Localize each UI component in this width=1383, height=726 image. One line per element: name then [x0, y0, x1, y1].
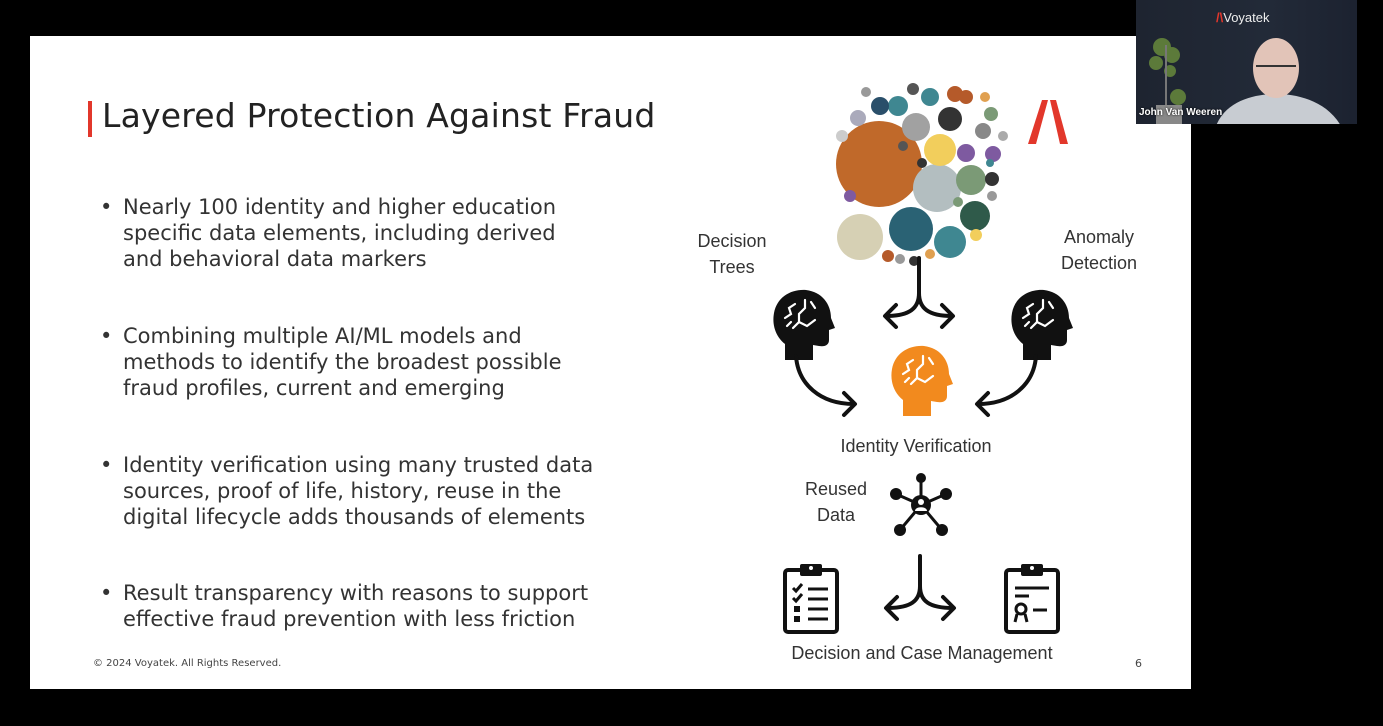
label-decision-trees: Decision Trees	[697, 231, 767, 277]
bubble	[921, 88, 939, 106]
label-reused-data: Reused Data	[804, 479, 868, 525]
bubble	[861, 87, 871, 97]
bubble	[985, 172, 999, 186]
bubble	[959, 90, 973, 104]
bubble	[987, 191, 997, 201]
bullet-text: Identity verification using many trusted…	[123, 453, 594, 529]
bubble	[889, 207, 933, 251]
bubble	[938, 107, 962, 131]
bullet-dot: •	[100, 453, 113, 477]
bubble	[836, 130, 848, 142]
bubble	[895, 254, 905, 264]
fork-arrow-icon	[883, 256, 955, 329]
copyright-footer: © 2024 Voyatek. All Rights Reserved.	[93, 658, 282, 669]
bubble	[907, 83, 919, 95]
participant-video-person	[1217, 38, 1340, 124]
bubble	[913, 164, 961, 212]
bubble	[902, 113, 930, 141]
bullet-dot: •	[100, 324, 113, 348]
bullet-text: Nearly 100 identity and higher education…	[123, 195, 557, 271]
bubble	[960, 201, 990, 231]
bubble	[844, 190, 856, 202]
bubble	[957, 144, 975, 162]
bubble	[975, 123, 991, 139]
certificate-clipboard-icon	[1004, 564, 1060, 634]
bubble	[898, 141, 908, 151]
bubble	[947, 86, 963, 102]
label-decision-case-management: Decision and Case Management	[791, 643, 1053, 663]
bullet-text: Combining multiple AI/ML models and meth…	[123, 324, 562, 400]
presentation-slide: Layered Protection Against Fraud • Nearly…	[30, 36, 1191, 689]
voyatek-logo-text: Voyatek	[1223, 10, 1270, 25]
bubble	[871, 97, 889, 115]
label-identity-verification: Identity Verification	[840, 436, 992, 456]
curved-arrow-left	[794, 354, 857, 417]
bubble	[925, 249, 935, 259]
bullet-dot: •	[100, 581, 113, 605]
bullet-dot: •	[100, 195, 113, 219]
title-accent-bar	[88, 101, 92, 137]
bubble	[909, 256, 919, 266]
fork-arrow-icon-bottom	[884, 554, 956, 621]
slide-title: Layered Protection Against Fraud	[102, 96, 656, 135]
bubble	[986, 159, 994, 167]
label-anomaly-detection: Anomaly Detection	[1060, 227, 1138, 273]
voyatek-logo-icon	[1028, 100, 1068, 144]
bubble	[837, 214, 883, 260]
brain-head-icon-identity	[890, 344, 955, 418]
brain-head-icon-right	[1010, 288, 1075, 362]
curved-arrow-right	[975, 354, 1038, 417]
bubble	[984, 107, 998, 121]
voyatek-wall-logo: /\Voyatek	[1216, 10, 1270, 25]
network-data-icon	[890, 473, 952, 536]
voyatek-logo-mark: /\	[1216, 10, 1224, 25]
bubble	[917, 158, 927, 168]
bubble	[934, 226, 966, 258]
bubble	[850, 110, 866, 126]
bubble	[953, 197, 963, 207]
participant-name-label: John Van Weeren	[1139, 107, 1223, 118]
bubble	[998, 131, 1008, 141]
bubble	[888, 96, 908, 116]
bubble	[980, 92, 990, 102]
plant-graphic	[1149, 38, 1186, 124]
bubble	[882, 250, 894, 262]
bubble	[970, 229, 982, 241]
bubble	[956, 165, 986, 195]
bubble-cluster-graphic	[836, 83, 1008, 266]
bubble	[985, 146, 1001, 162]
bullet-text: Result transparency with reasons to supp…	[123, 581, 589, 631]
checklist-clipboard-icon	[783, 564, 839, 634]
bubble	[924, 134, 956, 166]
page-number: 6	[1135, 657, 1142, 670]
participant-video-tile[interactable]: /\Voyatek John Van Weeren	[1136, 0, 1357, 124]
brain-head-icon-left	[772, 288, 837, 362]
